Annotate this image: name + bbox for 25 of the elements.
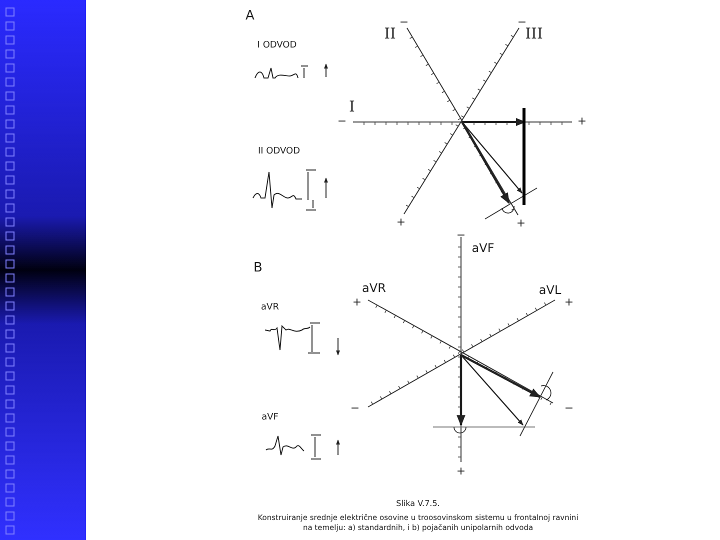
sign-label: + xyxy=(577,116,587,126)
panel-letter: B xyxy=(254,262,262,274)
lead-label: I xyxy=(349,100,355,114)
sign-label: − xyxy=(456,230,466,240)
sign-label: − xyxy=(350,402,360,414)
lead-label: III xyxy=(525,26,543,42)
sign-label: + xyxy=(564,296,574,308)
lead-label: aVR xyxy=(362,282,386,294)
sign-label: + xyxy=(516,218,526,228)
panel-letter: A xyxy=(246,10,254,22)
lead-label: aVF xyxy=(262,414,278,422)
lead-label: aVR xyxy=(261,304,279,312)
sign-label: + xyxy=(456,466,466,476)
sign-label: + xyxy=(396,216,406,228)
sign-label: − xyxy=(517,16,527,28)
figure-title: Slika V.7.5. xyxy=(396,500,440,508)
sign-label: − xyxy=(564,402,574,414)
sign-label: − xyxy=(399,16,409,28)
lead-label: aVF xyxy=(472,242,494,254)
lead-label: II ODVOD xyxy=(258,148,300,156)
sign-label: − xyxy=(337,116,347,126)
sign-label: + xyxy=(352,296,362,308)
lead-label: aVL xyxy=(538,284,562,296)
lead-label: I ODVOD xyxy=(257,42,297,50)
lead-label: II xyxy=(384,26,396,42)
